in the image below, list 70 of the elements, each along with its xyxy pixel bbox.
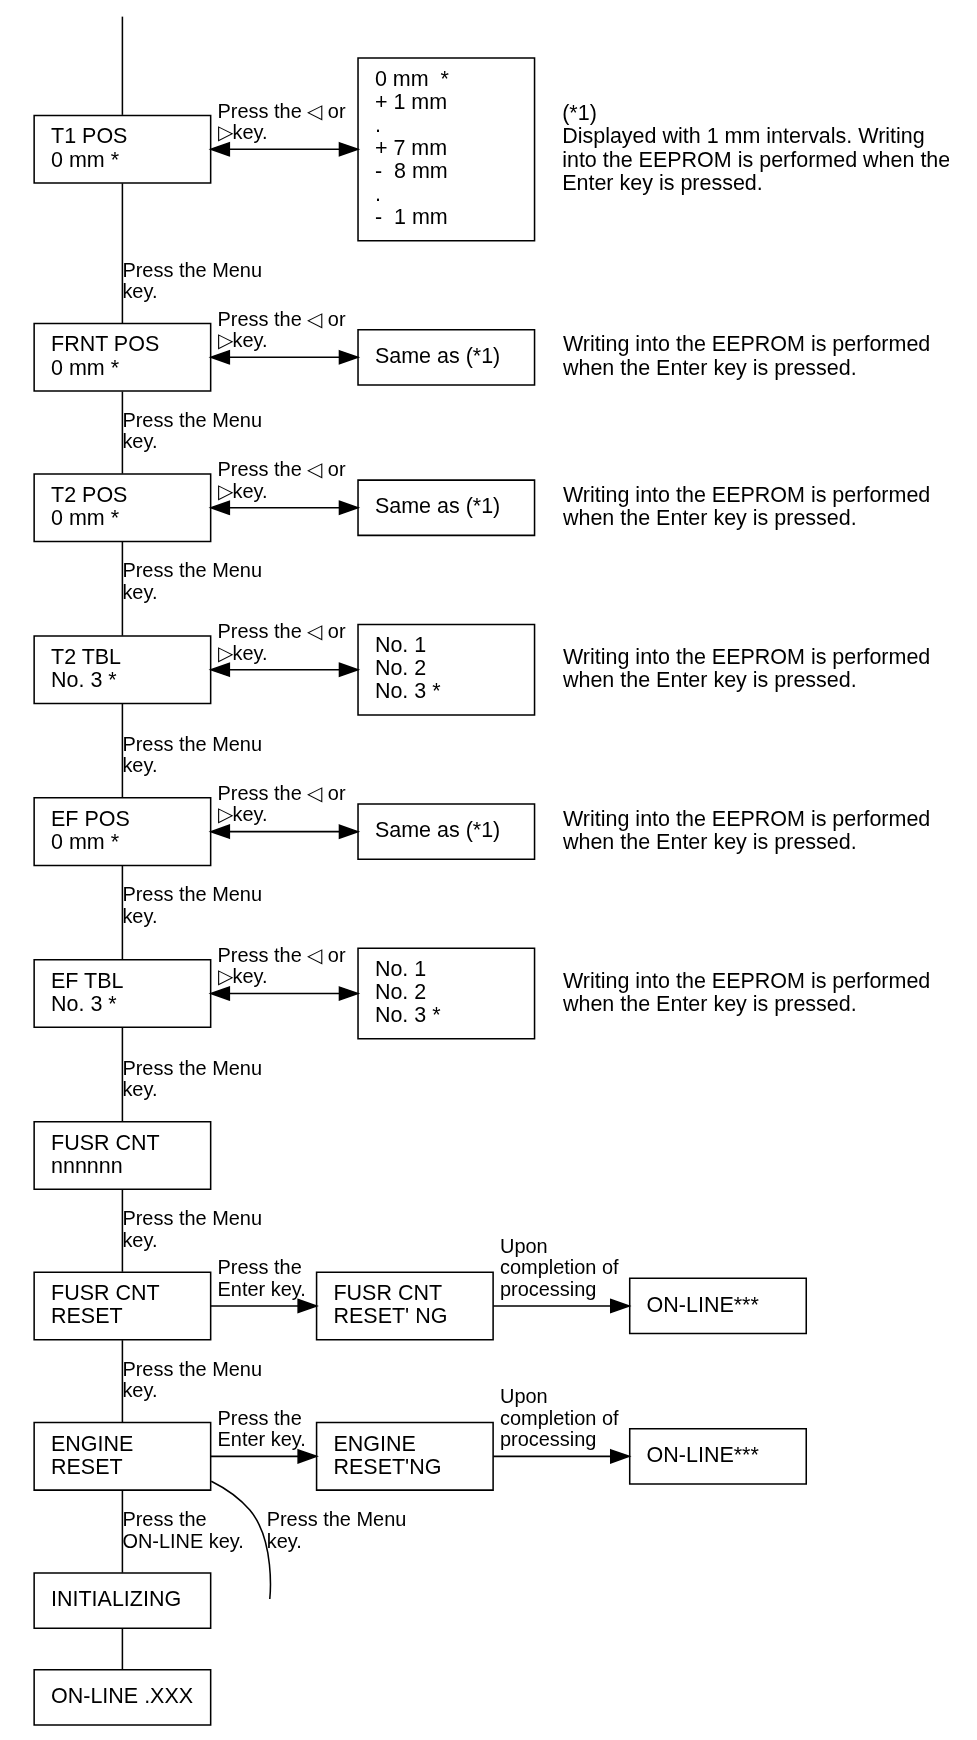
edge-label: Press the ◁ or ▷key. bbox=[217, 99, 346, 144]
edge-label: Upon completion of processing bbox=[500, 1234, 619, 1300]
arrow bbox=[208, 141, 361, 157]
node-label: Writing into the EEPROM is performed when the Enter key is pressed. bbox=[562, 644, 931, 692]
arrow bbox=[208, 824, 361, 840]
node-label: Writing into the EEPROM is performed when the Enter key is pressed. bbox=[562, 332, 931, 380]
edge-label: Press the Menu key. bbox=[122, 1056, 263, 1101]
node-box: T2 POS 0 mm * bbox=[33, 473, 212, 543]
node-box: FUSR CNT RESET' NG bbox=[315, 1271, 494, 1341]
connector bbox=[210, 1480, 272, 1600]
node-box: EF TBL No. 3 * bbox=[33, 959, 212, 1029]
node-label: Writing into the EEPROM is performed when the Enter key is pressed. bbox=[562, 482, 931, 530]
arrow bbox=[208, 349, 361, 365]
node-label: Displayed with 1 mm intervals. Writing into the EEPROM is performed when the Enter key is pressed. bbox=[562, 124, 951, 195]
edge-label: Press the Menu key. bbox=[122, 883, 263, 927]
edge-label: Upon completion of processing bbox=[500, 1385, 619, 1451]
node-box: FUSR CNT RESET bbox=[33, 1271, 212, 1341]
node-box: No. 1 No. 2 No. 3 * bbox=[357, 623, 536, 716]
connector bbox=[121, 182, 124, 325]
node-box: ON-LINE*** bbox=[628, 1427, 807, 1485]
node-box: FUSR CNT nnnnnn bbox=[33, 1120, 212, 1191]
arrow bbox=[492, 1448, 632, 1464]
edge-label: Press the ◁ or ▷key. bbox=[217, 620, 346, 664]
edge-label: Press the Enter key. bbox=[217, 1406, 306, 1451]
node-box: 0 mm * + 1 mm . + 7 mm - 8 mm . - 1 mm bbox=[357, 57, 536, 242]
node-box: ENGINE RESET'NG bbox=[315, 1421, 494, 1491]
edge-label: Press the ◁ or ▷key. bbox=[217, 943, 346, 988]
node-box: ENGINE RESET bbox=[33, 1421, 212, 1491]
node-box: Same as (*1) bbox=[357, 803, 536, 860]
connector bbox=[121, 15, 124, 116]
edge-label: Press the Menu key. bbox=[122, 1357, 263, 1402]
connector bbox=[121, 702, 124, 799]
connector bbox=[121, 864, 124, 961]
edge-label: Press the ◁ or ▷key. bbox=[217, 307, 346, 352]
arrow bbox=[208, 500, 361, 516]
connector bbox=[121, 541, 124, 637]
connector bbox=[121, 1189, 124, 1273]
edge-label: Press the Menu key. bbox=[266, 1508, 407, 1552]
connector bbox=[121, 390, 124, 475]
arrow bbox=[208, 662, 361, 678]
arrow bbox=[210, 1448, 319, 1464]
node-box: FRNT POS 0 mm * bbox=[33, 322, 212, 392]
node-box: ON-LINE*** bbox=[628, 1277, 807, 1335]
connector bbox=[121, 1339, 124, 1423]
edge-label: Press the Menu key. bbox=[122, 409, 263, 453]
connector bbox=[121, 1628, 124, 1671]
edge-label: Press the ◁ or ▷key. bbox=[217, 458, 346, 502]
arrow bbox=[208, 986, 361, 1002]
edge-label: Press the ON-LINE key. bbox=[122, 1508, 244, 1552]
node-label: Writing into the EEPROM is performed when the Enter key is pressed. bbox=[562, 806, 931, 854]
arrow bbox=[492, 1298, 632, 1314]
node-box: No. 1 No. 2 No. 3 * bbox=[357, 947, 536, 1040]
edge-label: Press the Menu key. bbox=[122, 732, 263, 777]
node-box: ON-LINE .XXX bbox=[33, 1668, 212, 1726]
node-box: EF POS 0 mm * bbox=[33, 797, 212, 867]
node-box: T1 POS 0 mm * bbox=[33, 114, 212, 184]
connector bbox=[121, 1489, 124, 1574]
edge-label: Press the ◁ or ▷key. bbox=[217, 782, 346, 826]
connector bbox=[121, 1026, 124, 1123]
node-box: INITIALIZING bbox=[33, 1572, 212, 1630]
edge-label: Press the Enter key. bbox=[217, 1256, 306, 1300]
node-box: Same as (*1) bbox=[357, 479, 536, 537]
edge-label: Press the Menu key. bbox=[122, 258, 263, 303]
node-box: Same as (*1) bbox=[357, 328, 536, 386]
node-box: T2 TBL No. 3 * bbox=[33, 635, 212, 705]
edge-label: Press the Menu key. bbox=[122, 559, 263, 603]
edge-label: Press the Menu key. bbox=[122, 1207, 263, 1251]
node-label: Writing into the EEPROM is performed when the Enter key is pressed. bbox=[562, 968, 931, 1016]
arrow bbox=[210, 1298, 319, 1314]
node-label: (*1) bbox=[562, 101, 597, 126]
